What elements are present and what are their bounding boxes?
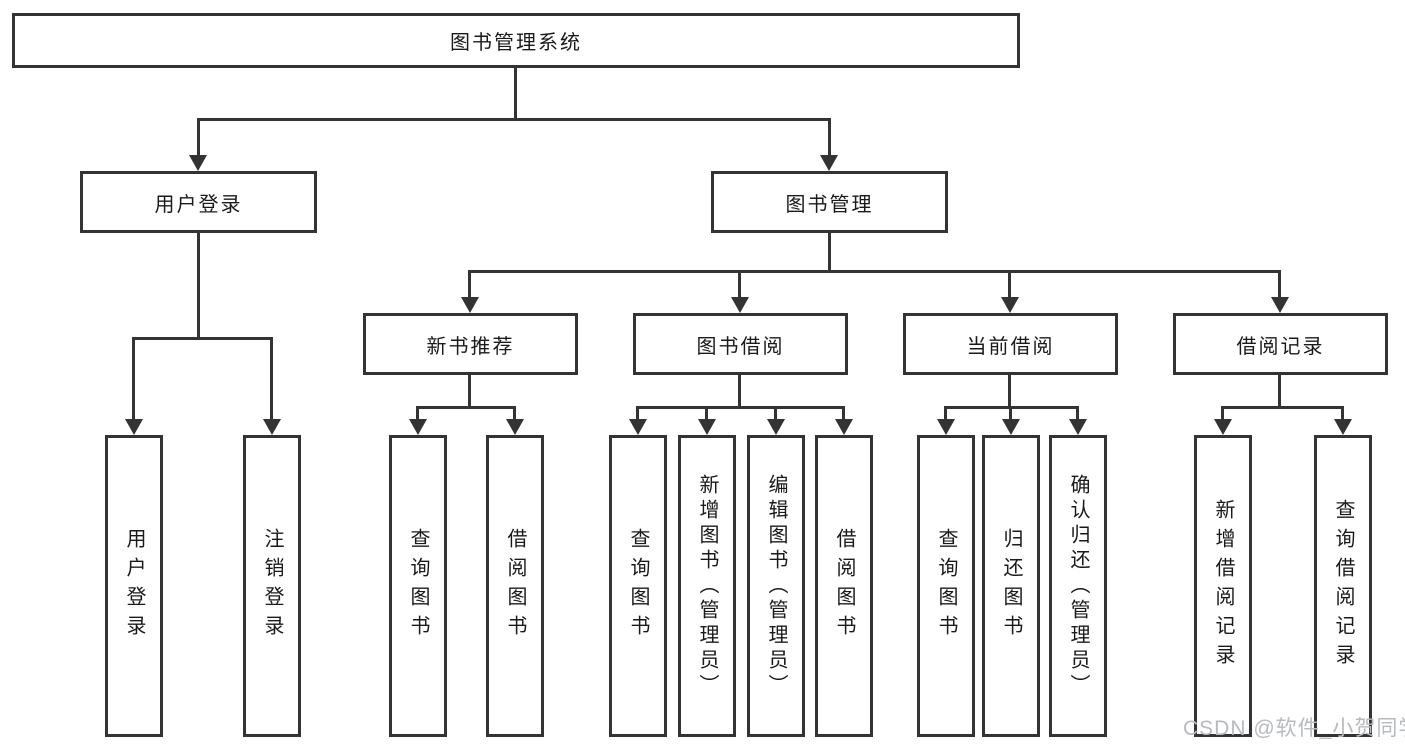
leaf-add-borrow-record-label: 新增借阅记录 [1212, 499, 1234, 673]
connector-drop-leaf [270, 337, 273, 421]
leaf-query-books-current: 查询图书 [917, 435, 975, 737]
arrow-down-icon [461, 297, 479, 313]
node-book-management: 图书管理 [711, 171, 948, 233]
leaf-add-books-admin: 新增图书（管理员） [678, 435, 736, 737]
node-borrow-records: 借阅记录 [1173, 313, 1388, 375]
connector-drop-leaf [705, 406, 708, 422]
node-user-login-label: 用户登录 [154, 193, 243, 216]
node-user-login: 用户登录 [80, 171, 317, 233]
connector-root-stem [514, 68, 517, 121]
connector-drop-new-book [468, 270, 471, 298]
node-new-book-recommend-label: 新书推荐 [426, 335, 515, 358]
leaf-confirm-return-admin-label: 确认归还（管理员） [1067, 473, 1089, 699]
connector-borrow-record-rail [1221, 406, 1344, 409]
connector-drop-leaf [1076, 406, 1079, 422]
arrow-down-icon [409, 419, 427, 435]
leaf-return-books: 归还图书 [982, 435, 1040, 737]
leaf-user-login-label: 用户登录 [123, 528, 145, 644]
leaf-add-borrow-record: 新增借阅记录 [1194, 435, 1252, 737]
connector-borrow-record-stem [1278, 375, 1281, 408]
connector-book-borrow-stem [738, 375, 741, 408]
arrow-down-icon [1002, 419, 1020, 435]
leaf-query-books-newbook: 查询图书 [389, 435, 447, 737]
leaf-return-books-label: 归还图书 [1000, 528, 1022, 644]
connector-drop-leaf [416, 406, 419, 422]
leaf-query-books-newbook-label: 查询图书 [407, 528, 429, 644]
leaf-borrow-books: 借阅图书 [815, 435, 873, 737]
arrow-down-icon [1001, 297, 1019, 313]
arrow-down-icon [189, 155, 207, 171]
leaf-query-books-borrow-label: 查询图书 [627, 528, 649, 644]
connector-drop-leaf [1009, 406, 1012, 422]
leaf-query-borrow-record: 查询借阅记录 [1314, 435, 1372, 737]
leaf-borrow-books-label: 借阅图书 [833, 528, 855, 644]
connector-drop-leaf [774, 406, 777, 422]
leaf-logout-label: 注销登录 [261, 528, 283, 644]
arrow-down-icon [125, 419, 143, 435]
leaf-logout: 注销登录 [243, 435, 301, 737]
connector-drop-leaf [842, 406, 845, 422]
leaf-borrow-books-newbook-label: 借阅图书 [504, 528, 526, 644]
arrow-down-icon [1069, 419, 1087, 435]
leaf-add-books-admin-label: 新增图书（管理员） [696, 473, 718, 699]
node-book-management-label: 图书管理 [785, 193, 874, 216]
arrow-down-icon [629, 419, 647, 435]
connector-new-book-rail [416, 406, 516, 409]
arrow-down-icon [767, 419, 785, 435]
connector-drop-leaf [636, 406, 639, 422]
leaf-query-books-borrow: 查询图书 [609, 435, 667, 737]
connector-drop-book-mgmt [828, 118, 831, 158]
leaf-user-login: 用户登录 [105, 435, 163, 737]
leaf-query-books-current-label: 查询图书 [935, 528, 957, 644]
arrow-down-icon [506, 419, 524, 435]
node-new-book-recommend: 新书推荐 [363, 313, 578, 375]
connector-user-login-stem [197, 233, 200, 340]
arrow-down-icon [820, 155, 838, 171]
connector-new-book-stem [468, 375, 471, 408]
arrow-down-icon [1214, 419, 1232, 435]
node-borrow-records-label: 借阅记录 [1236, 335, 1325, 358]
arrow-down-icon [1334, 419, 1352, 435]
connector-drop-book-borrow [738, 270, 741, 298]
leaf-query-borrow-record-label: 查询借阅记录 [1332, 499, 1354, 673]
leaf-confirm-return-admin: 确认归还（管理员） [1049, 435, 1107, 737]
connector-drop-borrow-record [1278, 270, 1281, 298]
leaf-borrow-books-newbook: 借阅图书 [486, 435, 544, 737]
node-root-label: 图书管理系统 [450, 32, 582, 54]
leaf-edit-books-admin-label: 编辑图书（管理员） [765, 473, 787, 699]
arrow-down-icon [731, 297, 749, 313]
connector-current-borrow-stem [1008, 375, 1011, 408]
connector-drop-leaf [1221, 406, 1224, 422]
connector-user-login-rail [132, 337, 273, 340]
arrow-down-icon [698, 419, 716, 435]
connector-drop-leaf [1341, 406, 1344, 422]
arrow-down-icon [1271, 297, 1289, 313]
connector-root-rail [197, 118, 831, 121]
connector-book-borrow-rail [636, 406, 845, 409]
arrow-down-icon [263, 419, 281, 435]
leaf-edit-books-admin: 编辑图书（管理员） [747, 435, 805, 737]
connector-book-mgmt-stem [828, 233, 831, 273]
csdn-watermark: CSDN @软件_小贺同学 [1183, 717, 1405, 740]
node-current-borrowing: 当前借阅 [903, 313, 1118, 375]
node-book-borrowing-label: 图书借阅 [696, 335, 785, 358]
connector-drop-leaf [944, 406, 947, 422]
node-root-system: 图书管理系统 [12, 13, 1020, 68]
arrow-down-icon [937, 419, 955, 435]
connector-drop-current-borrow [1008, 270, 1011, 298]
node-book-borrowing: 图书借阅 [633, 313, 848, 375]
node-current-borrowing-label: 当前借阅 [966, 335, 1055, 358]
arrow-down-icon [835, 419, 853, 435]
connector-drop-leaf [132, 337, 135, 421]
connector-book-mgmt-rail [468, 270, 1281, 273]
connector-drop-user-login [197, 118, 200, 158]
connector-drop-leaf [513, 406, 516, 422]
